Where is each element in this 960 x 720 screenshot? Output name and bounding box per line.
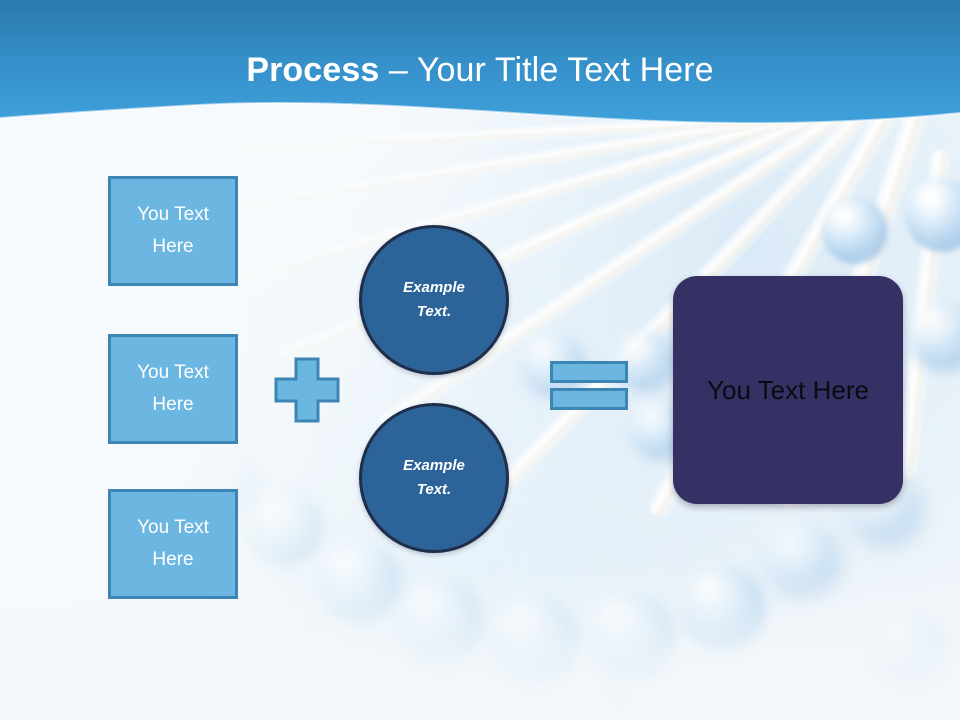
example-circle-1[interactable]: Example Text. (359, 225, 509, 375)
example-circle-1-label: Example Text. (403, 276, 465, 324)
page-title-strong: Process (246, 51, 380, 89)
equals-icon (550, 361, 630, 413)
input-box-1[interactable]: You Text Here (108, 176, 238, 286)
input-box-3[interactable]: You Text Here (108, 489, 238, 599)
input-box-1-label: You Text Here (137, 204, 209, 257)
example-circle-2[interactable]: Example Text. (359, 403, 509, 553)
example-circle-1-line2: Text. (416, 303, 452, 320)
header-banner: Process – Your Title Text Here (0, 0, 960, 130)
input-box-2[interactable]: You Text Here (108, 334, 238, 444)
input-box-3-label: You Text Here (137, 517, 209, 570)
input-box-2-label: You Text Here (137, 362, 209, 415)
example-circle-2-line1: Example (403, 457, 465, 474)
result-box-label: You Text Here (707, 374, 869, 405)
example-circle-2-line2: Text. (416, 481, 452, 498)
header-wave-highlight (0, 101, 960, 125)
example-circle-2-label: Example Text. (403, 454, 465, 502)
result-box[interactable]: You Text Here (673, 276, 903, 504)
example-circle-1-line1: Example (403, 279, 465, 296)
plus-icon (273, 356, 341, 424)
page-title: Process – Your Title Text Here (0, 50, 960, 90)
equals-bar-top (550, 361, 628, 383)
page-title-rest: – Your Title Text Here (379, 51, 714, 89)
equals-bar-bottom (550, 388, 628, 410)
header-wave-shape (0, 0, 960, 124)
